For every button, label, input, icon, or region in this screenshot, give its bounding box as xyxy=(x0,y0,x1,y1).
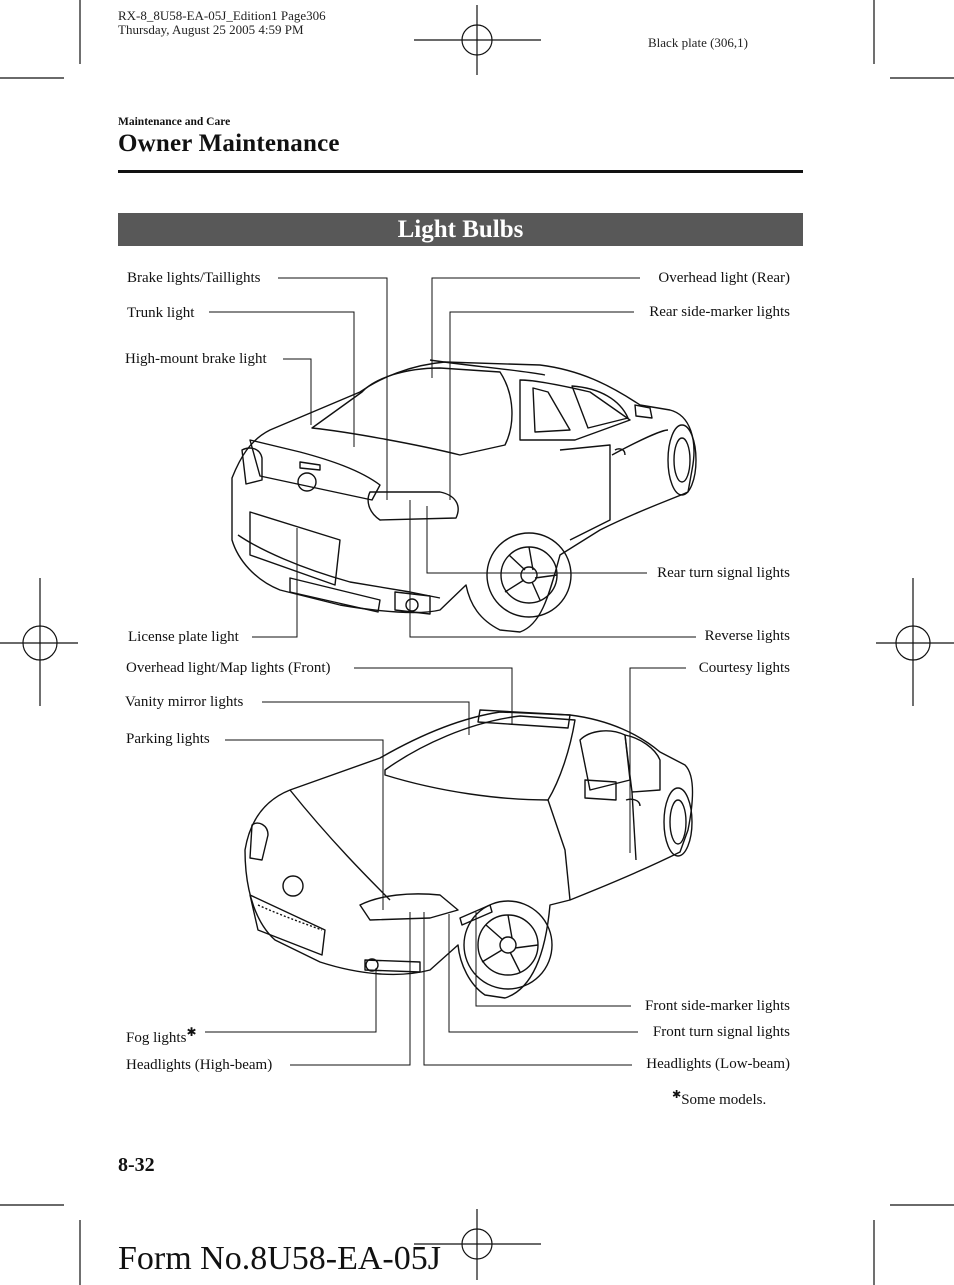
callout-overhead-light-rear: Overhead light (Rear) xyxy=(658,270,790,286)
front-car-drawing xyxy=(244,709,694,999)
callout-reverse-lights: Reverse lights xyxy=(704,628,790,644)
section-label: Maintenance and Care xyxy=(118,116,231,128)
page-number: 8-32 xyxy=(118,1154,155,1176)
callout-parking-lights: Parking lights xyxy=(126,731,210,747)
callout-headlights-high-beam: Headlights (High-beam) xyxy=(126,1057,273,1073)
asterisk-mark: ✱ xyxy=(186,1025,197,1039)
page-title: Owner Maintenance xyxy=(118,130,340,157)
registration-marks xyxy=(0,5,954,1280)
plate-label: Black plate (306,1) xyxy=(648,35,748,50)
title-rule xyxy=(118,170,803,173)
print-job-line-2: Thursday, August 25 2005 4:59 PM xyxy=(118,22,304,37)
callout-front-turn-signal-lights: Front turn signal lights xyxy=(652,1024,790,1040)
callout-fog-lights: Fog lights✱ xyxy=(126,1024,197,1047)
light-bulbs-banner: Light Bulbs xyxy=(118,213,803,246)
callout-courtesy-lights: Courtesy lights xyxy=(698,660,790,676)
callout-brake-taillights: Brake lights/Taillights xyxy=(127,270,261,286)
fog-lights-label: Fog lights xyxy=(126,1030,187,1046)
callout-high-mount-brake-light: High-mount brake light xyxy=(125,351,267,367)
footnote-mark: ✱ xyxy=(672,1089,682,1101)
callout-trunk-light: Trunk light xyxy=(127,305,195,321)
rear-car-drawing xyxy=(231,359,697,633)
callout-front-side-marker-lights: Front side-marker lights xyxy=(645,998,790,1014)
footnote: ✱Some models. xyxy=(672,1087,766,1109)
footnote-text: Some models. xyxy=(681,1092,767,1108)
form-number: Form No.8U58-EA-05J xyxy=(118,1240,441,1277)
callout-license-plate-light: License plate light xyxy=(128,629,239,645)
callout-vanity-mirror-lights: Vanity mirror lights xyxy=(125,694,244,710)
leader-lines xyxy=(205,277,696,1066)
callout-overhead-map-lights-front: Overhead light/Map lights (Front) xyxy=(126,660,331,676)
print-job-line-1: RX-8_8U58-EA-05J_Edition1 Page306 xyxy=(118,8,326,23)
callout-rear-turn-signal-lights: Rear turn signal lights xyxy=(657,565,790,581)
callout-rear-side-marker-lights: Rear side-marker lights xyxy=(649,304,790,320)
callout-headlights-low-beam: Headlights (Low-beam) xyxy=(646,1056,790,1072)
